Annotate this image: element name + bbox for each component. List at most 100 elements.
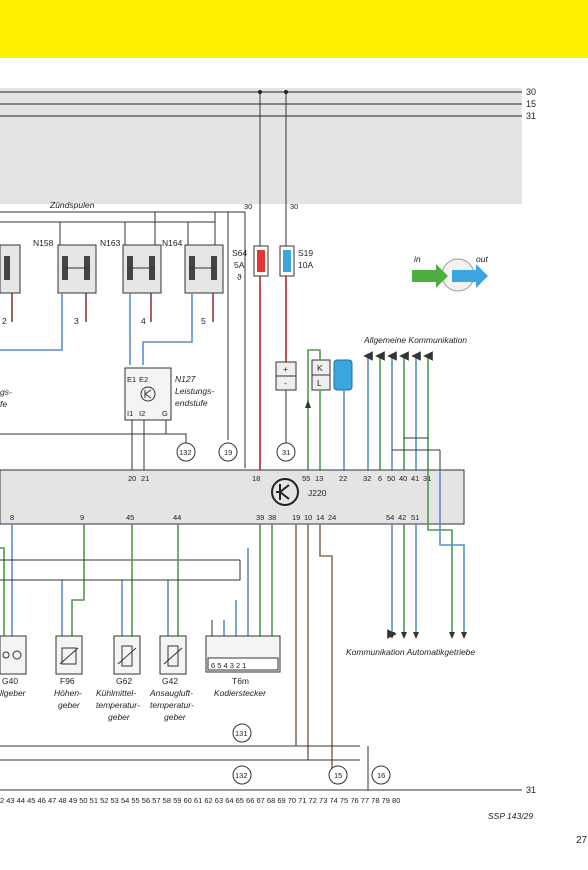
fuse-s64-name: S64 [232,248,247,258]
ecu-pin-21: 21 [141,474,149,483]
coil-pack-n163 [122,244,162,294]
ecu-name: J220 [308,488,327,498]
sensor-g62-desc-3: geber [108,712,131,722]
legend-out-label: out [476,254,488,264]
coil-n164-label: N164 [162,238,183,248]
ecu-pin-38: 38 [268,513,276,522]
rail-30-label: 30 [526,87,536,97]
n127-g: G [162,409,168,418]
sensor-g40-desc: llgeber [0,688,27,698]
legend-in-label: in [414,254,421,264]
transmission-communication-label: Kommunikation Automatikgetriebe [346,647,475,657]
ref-circle-31-label: 31 [282,448,290,457]
ecu-pin-19: 19 [292,513,300,522]
blue-connector [333,359,353,391]
cylinder-4-label: 4 [141,316,146,326]
fuse-s64-element [257,250,265,272]
n127-i1: I1 [127,409,133,418]
coil-connections [59,212,216,245]
ecu-pin-39: 39 [256,513,264,522]
ref-circle-16-label: 16 [377,771,385,780]
legend-out-arrow [452,264,488,288]
junction-dot [258,90,262,94]
n127-output-stage [124,367,172,421]
ecu-pin-50: 50 [387,474,395,483]
sensor-g42-desc-2: temperatur- [150,700,194,710]
sensor-f96-desc-2: geber [58,700,81,710]
ecu-pin-54: 54 [386,513,394,522]
n127-name: N127 [175,374,196,384]
coil-pack-n158 [57,244,97,294]
ecu-pin-24: 24 [328,513,336,522]
sensor-g42-desc-3: geber [164,712,187,722]
ref-circle-19 [218,442,238,462]
ref-circle-16 [371,765,391,785]
transmission-wires [387,470,465,639]
ecu-pin-18: 18 [252,474,260,483]
ecu-pin-32: 32 [363,474,371,483]
sensor-g62-desc-2: temperatur- [96,700,140,710]
l-label: L [317,378,322,388]
coding-plug-pins: 6 5 4 3 2 1 [211,661,246,670]
spark-plugs [11,293,214,322]
n127-wiring [0,420,187,470]
trigger-wires [0,293,193,365]
ecu-pin-20: 20 [128,474,136,483]
terminal-30-label: 30 [290,202,298,211]
sensor-g40-name: G40 [2,676,18,686]
ecu-pin-14: 14 [316,513,324,522]
junction-dot [284,90,288,94]
coil-pack-n164 [184,244,224,294]
cylinder-2-label: 2 [2,316,7,326]
ecu-pin-8: 8 [10,513,14,522]
transmission-arrowheads [389,632,467,639]
ref-circle-19-label: 19 [224,448,232,457]
diag-wires [307,349,345,470]
communication-arrows [363,351,433,470]
ref-circle-132-bottom-label: 132 [235,771,248,780]
sensor-f96 [55,635,83,675]
minus-label: - [284,378,287,388]
fuse-wires [259,206,287,470]
ecu-pin-10: 10 [304,513,312,522]
diag-arrow [305,400,311,408]
coil-bus [0,211,246,468]
sensor-g42-desc-1: Ansaugluft- [149,688,193,698]
cylinder-5-label: 5 [201,316,206,326]
ref-circle-31 [276,442,296,462]
ref-circle-131 [232,723,252,743]
ref-circle-132 [176,442,196,462]
general-communication-label: Allgemeine Kommunikation [363,335,467,345]
left-cut-text-1: gs- [0,387,12,397]
plus-label: + [283,364,288,374]
ground-wires [295,524,333,776]
feed-lines [259,92,287,206]
track-number-scale: 2 43 44 45 46 47 48 49 50 51 52 53 54 55… [0,796,400,805]
yellow-banner [0,0,588,58]
ecu-pin-51: 51 [411,513,419,522]
sensor-wires [0,524,273,636]
ref-circle-132-label: 132 [179,448,192,457]
coil-pack-left [0,244,21,294]
ecu-pin-44: 44 [173,513,181,522]
sensor-g42-name: G42 [162,676,178,686]
ref-circle-131-label: 131 [235,729,248,738]
fuse-s64-rating: 5A [234,260,245,270]
ecu-pin-31: 31 [423,474,431,483]
ignition-coils-label: Zündspulen [49,200,95,210]
fuse-s19-element [283,250,291,272]
ecu-pin-9: 9 [80,513,84,522]
ecu-pin-40: 40 [399,474,407,483]
ecu-pin-13: 13 [315,474,323,483]
fuse-s19-name: S19 [298,248,313,258]
ecu-j220 [0,469,465,525]
ref-circle-132-bottom [232,765,252,785]
terminal-30-label: 30 [244,202,252,211]
n127-e1: E1 [127,375,136,384]
sensor-g62-desc-1: Kühlmittel- [96,688,136,698]
ecu-transistor-symbol [271,478,299,506]
fuse-s64-symbol: ϑ [237,272,242,282]
ssp-reference: SSP 143/29 [488,811,533,821]
coil-n163-label: N163 [100,238,121,248]
